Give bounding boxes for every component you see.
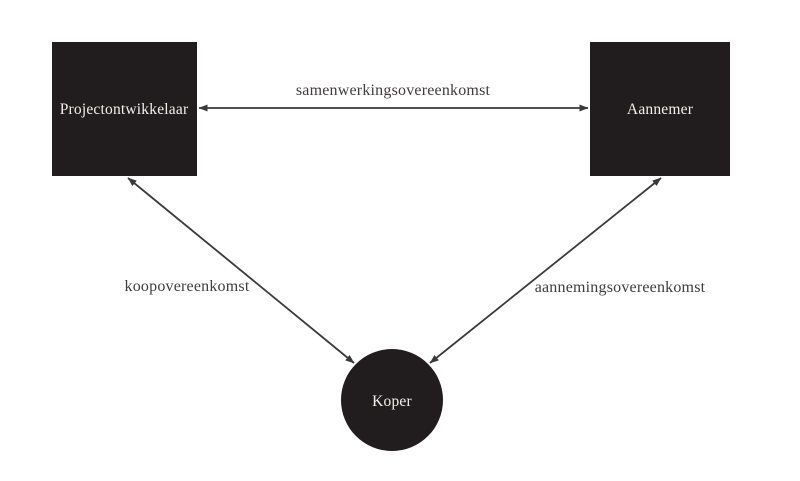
edge-label-koopovereenkomst: koopovereenkomst — [125, 278, 250, 295]
edge-label-aannemingsovereenkomst: aannemingsovereenkomst — [535, 279, 706, 296]
edge-aannemingsovereenkomst — [429, 177, 662, 364]
node-aannemer — [590, 42, 730, 176]
node-label-koper: Koper — [372, 393, 412, 410]
node-label-aannemer: Aannemer — [627, 101, 694, 118]
edge-label-samenwerkingsovereenkomst: samenwerkingsovereenkomst — [296, 82, 491, 99]
node-projectontwikkelaar — [52, 42, 197, 176]
node-label-projectontwikkelaar: Projectontwikkelaar — [60, 101, 189, 118]
edge-koopovereenkomst — [127, 177, 355, 364]
node-koper — [341, 349, 443, 451]
